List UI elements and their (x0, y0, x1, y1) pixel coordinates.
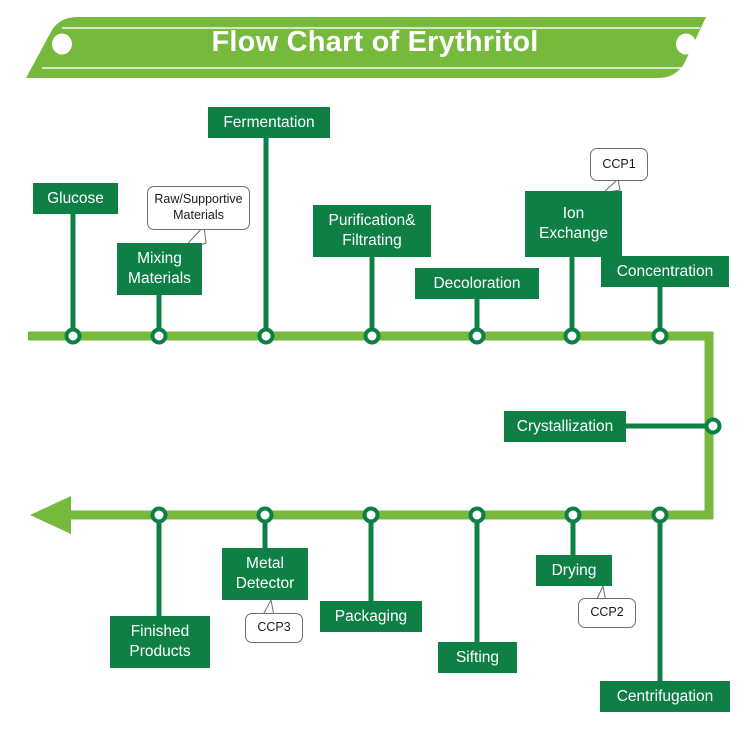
node-decoloration-icon (468, 327, 486, 345)
callout-label-raw-supportive-line2: Materials (173, 208, 224, 222)
process-label-metal-detector-line1: Metal (246, 555, 284, 573)
process-label-finished-products-line1: Finished (130, 623, 190, 641)
node-centrifugation-icon (651, 506, 669, 524)
process-label-drying: Drying (551, 561, 597, 579)
callout-raw-supportive-materials[interactable]: Raw/Supportive Materials (147, 186, 250, 230)
process-label-decoloration: Decoloration (433, 274, 521, 292)
process-box-decoloration[interactable]: Decoloration (415, 268, 539, 299)
banner-shape (26, 17, 706, 78)
banner-dot-right-icon (676, 33, 696, 55)
rail-nodes (64, 327, 722, 524)
process-label-concentration: Concentration (616, 262, 714, 280)
top-rail-stems (70, 138, 663, 336)
process-box-fermentation[interactable]: Fermentation (208, 107, 330, 138)
node-ion-exchange-icon (563, 327, 581, 345)
process-label-mixing-materials-line2: Materials (128, 270, 191, 287)
callout-ccp3[interactable]: CCP3 (245, 613, 303, 643)
process-box-finished-products[interactable]: Finished Products (110, 616, 210, 668)
process-box-ion-exchange[interactable]: Ion Exchange (525, 191, 622, 257)
process-box-glucose[interactable]: Glucose (33, 183, 118, 214)
process-label-fermentation: Fermentation (223, 113, 315, 131)
callout-ccp1[interactable]: CCP1 (590, 148, 648, 181)
process-box-centrifugation[interactable]: Centrifugation (600, 681, 730, 712)
process-label-crystallization: Crystallization (516, 417, 614, 435)
process-label-glucose: Glucose (47, 189, 104, 207)
banner-dot-left-icon (52, 33, 72, 55)
node-sifting-icon (468, 506, 486, 524)
process-box-metal-detector[interactable]: Metal Detector (222, 548, 308, 600)
process-label-ion-exchange-line2: Exchange (539, 225, 608, 242)
process-label-mixing-materials-line1: Mixing (137, 250, 182, 268)
node-mixing-materials-icon (150, 327, 168, 345)
node-concentration-icon (651, 327, 669, 345)
process-label-purification-line2: Filtrating (342, 232, 402, 249)
process-label-sifting: Sifting (455, 648, 500, 666)
node-fermentation-icon (257, 327, 275, 345)
process-box-drying[interactable]: Drying (536, 555, 612, 586)
node-glucose-icon (64, 327, 82, 345)
node-metal-detector-icon (256, 506, 274, 524)
process-box-packaging[interactable]: Packaging (320, 601, 422, 632)
node-crystallization-icon (704, 417, 722, 435)
flow-arrow-head-icon (30, 496, 71, 534)
process-label-purification-line1: Purification& (328, 212, 416, 230)
process-box-purification-filtrating[interactable]: Purification& Filtrating (313, 205, 431, 257)
node-drying-icon (564, 506, 582, 524)
process-label-packaging: Packaging (334, 607, 408, 625)
header-banner (26, 17, 706, 78)
callout-label-ccp2: CCP2 (590, 605, 624, 620)
callout-ccp2[interactable]: CCP2 (578, 598, 636, 628)
process-label-finished-products-line2: Products (129, 643, 191, 660)
process-label-metal-detector-line2: Detector (235, 575, 295, 592)
callout-label-ccp3: CCP3 (257, 620, 291, 635)
process-box-crystallization[interactable]: Crystallization (504, 411, 626, 442)
process-box-sifting[interactable]: Sifting (438, 642, 517, 673)
node-packaging-icon (362, 506, 380, 524)
callout-label-raw-supportive-line1: Raw/Supportive (154, 192, 243, 207)
process-label-centrifugation: Centrifugation (616, 687, 714, 705)
process-label-ion-exchange-line1: Ion (562, 205, 585, 223)
process-box-concentration[interactable]: Concentration (601, 256, 729, 287)
node-purification-icon (363, 327, 381, 345)
process-box-mixing-materials[interactable]: Mixing Materials (117, 243, 202, 295)
node-finished-products-icon (150, 506, 168, 524)
callout-label-ccp1: CCP1 (602, 156, 636, 171)
